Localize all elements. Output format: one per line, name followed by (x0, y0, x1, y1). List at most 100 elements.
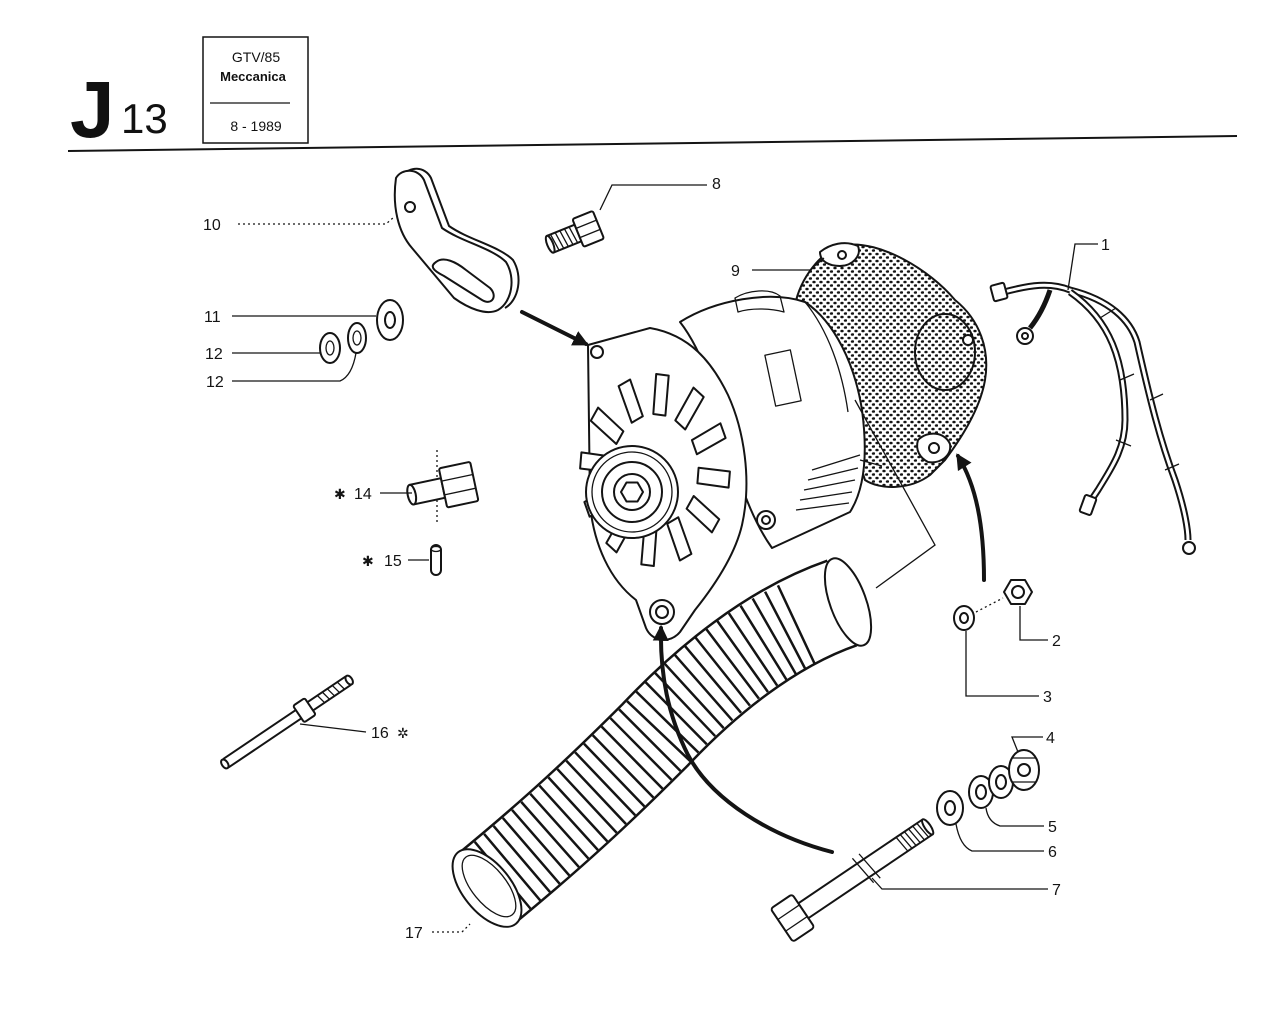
hose-end-cuff (823, 557, 873, 647)
leader-1 (1067, 243, 1098, 291)
section-name: Meccanica (220, 69, 287, 84)
arrow-bracket-to-alternator (520, 310, 589, 346)
leader-2 (1019, 606, 1048, 641)
stud-rod (221, 675, 353, 769)
callout-9: 9 (731, 263, 740, 280)
pin-15 (430, 544, 442, 576)
ring-terminal-b (1182, 541, 1196, 555)
fan-blade (666, 516, 693, 562)
harness-ties (1099, 307, 1180, 471)
lock-washer-hole (325, 340, 335, 356)
nut-2-axis (975, 597, 1004, 613)
pulley-groove (591, 451, 673, 533)
cable-branch (1069, 290, 1127, 503)
body-seam (804, 301, 849, 413)
bolt-14-head (438, 461, 480, 509)
leader-8 (599, 184, 707, 211)
fan-blade (652, 373, 670, 417)
bolt-14-head-faces (441, 473, 476, 496)
stud-thread (316, 681, 345, 704)
rating-plate (764, 349, 802, 407)
rear-mount-hole (928, 442, 940, 454)
spring-washer-4-hole (995, 774, 1007, 790)
pulley (585, 445, 679, 539)
leader-12b (232, 352, 357, 382)
callout-14: 14 (354, 486, 372, 503)
upper-mount-hole (590, 345, 604, 359)
washer-nut-set-4-5-6 (936, 749, 1040, 826)
leader-9 (752, 257, 825, 271)
info-box: GTV/85 Meccanica 8 - 1989 (202, 36, 309, 144)
stud-end-b (344, 674, 354, 686)
air-duct-hose (451, 557, 873, 928)
brush-holder-cap (914, 313, 976, 391)
cable-branch-outline (1067, 289, 1129, 504)
marker-15: ✱ (362, 554, 374, 570)
leader-17 (432, 923, 471, 933)
callout-1: 1 (1101, 237, 1110, 254)
leader-10 (238, 216, 395, 225)
leader-5 (985, 807, 1044, 827)
marker-16: ✲ (397, 726, 409, 742)
info-box-frame (202, 36, 309, 144)
fan-blade (685, 495, 721, 534)
wiring-harness (989, 281, 1196, 555)
bolt-7-head-faces (777, 904, 808, 932)
bolt-14 (406, 461, 480, 509)
callout-11: 11 (204, 309, 221, 326)
leader-7 (871, 877, 1048, 890)
cable-ring-lead (1028, 289, 1053, 330)
callout-15: 15 (384, 553, 402, 570)
callout-2: 2 (1052, 633, 1061, 650)
arrow-bolt-to-lower-lug (652, 624, 834, 854)
bolt-tip (544, 234, 556, 254)
washer-3 (953, 605, 975, 631)
callout-3: 3 (1043, 689, 1052, 706)
header-rule (67, 135, 1238, 152)
nut-4-bore (1017, 763, 1031, 777)
flat-washer-hole (384, 311, 396, 329)
page-header: J 13 GTV/85 Meccanica 8 - 1989 (67, 36, 1238, 154)
fan-blade (674, 386, 705, 431)
nut-2 (1003, 579, 1033, 605)
marker-14: ✱ (334, 487, 346, 503)
plug-connector (989, 281, 1009, 303)
hose-opening-inner (461, 854, 517, 918)
washer-5-hole (975, 784, 987, 800)
callout-10: 10 (203, 217, 221, 234)
hose-body (459, 561, 858, 922)
adjusting-bracket (393, 167, 520, 314)
section-number: 13 (121, 95, 168, 142)
alternator (579, 242, 988, 641)
stud-end-a (220, 758, 230, 770)
bracket-hole (404, 201, 416, 213)
nut-4-faces (1012, 757, 1036, 783)
pin-end (430, 545, 442, 553)
callout-4: 4 (1046, 730, 1055, 747)
issue-date: 8 - 1989 (230, 118, 282, 134)
callout-16: 16 (371, 725, 389, 742)
callout-17: 17 (405, 925, 423, 942)
cap-screw (962, 334, 974, 346)
spade-terminal (1078, 494, 1098, 516)
callout-labels: 1 2 3 4 5 6 7 8 9 10 11 12 12 ✱ 14 ✱ 15 … (203, 176, 1110, 942)
bolt-7-break-marks (851, 853, 881, 884)
side-mount-hole (761, 515, 771, 525)
through-bolt (859, 459, 883, 467)
cooling-fins (795, 454, 861, 511)
lock-washer (319, 332, 341, 364)
stator-top-boss (734, 290, 785, 313)
bolt-head-faces (575, 219, 601, 239)
bracket-plate (393, 169, 513, 314)
fan-blade (690, 422, 727, 456)
pulley-nut (620, 481, 644, 503)
callout-12b: 12 (206, 374, 224, 391)
leader-6 (955, 823, 1044, 852)
leader-4 (1011, 736, 1043, 753)
washer-6-hole (944, 800, 956, 816)
leader-16 (299, 723, 367, 733)
washer-3-hole (959, 612, 969, 624)
callout-6: 6 (1048, 844, 1057, 861)
hose-opening (451, 848, 523, 928)
